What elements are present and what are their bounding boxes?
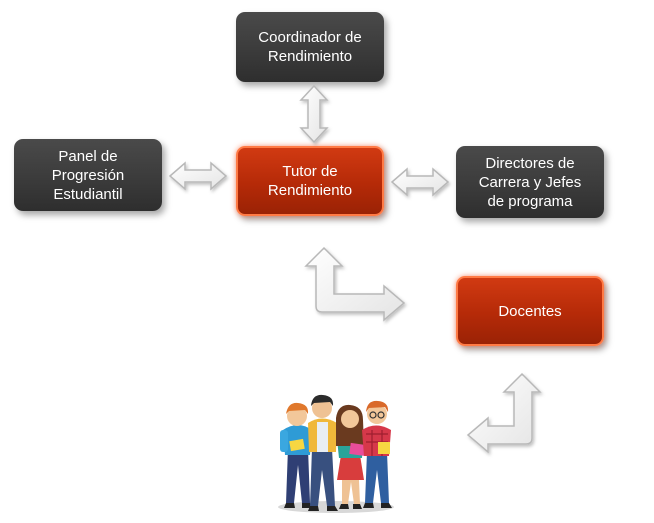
tutor-box: Tutor de Rendimiento (236, 146, 384, 216)
double-arrow-right-icon (390, 167, 450, 197)
double-arrow-vertical-icon (299, 84, 329, 144)
panel-box: Panel de Progresión Estudiantil (14, 139, 162, 211)
l-arrow-tutor-docentes-icon (304, 246, 406, 322)
double-arrow-left-icon (168, 161, 228, 191)
docentes-label: Docentes (498, 302, 562, 320)
tutor-label: Tutor de Rendimiento (267, 163, 353, 199)
panel-label: Panel de Progresión Estudiantil (51, 147, 125, 203)
docentes-box: Docentes (456, 276, 604, 346)
directores-label: Directores de Carrera y Jefes de program… (478, 154, 582, 210)
l-arrow-docentes-students-icon (466, 372, 542, 454)
coordinador-box: Coordinador de Rendimiento (236, 12, 384, 82)
directores-box: Directores de Carrera y Jefes de program… (456, 146, 604, 218)
students-illustration-icon (278, 394, 394, 513)
coordinador-label: Coordinador de Rendimiento (258, 29, 362, 65)
